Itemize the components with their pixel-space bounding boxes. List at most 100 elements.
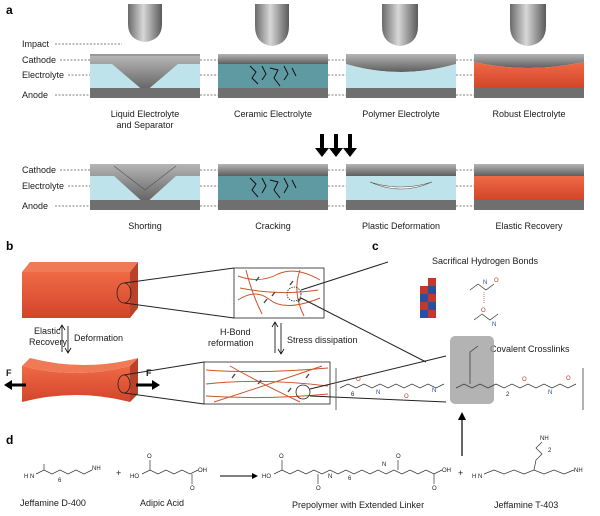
layer-guide-lines-top	[55, 43, 474, 96]
chain-o4: O	[566, 376, 571, 382]
t403-sub2: 2	[548, 448, 552, 454]
jeffamine-t403-structure: NH 2 H N NH	[472, 436, 583, 480]
hbond-label: H-Bond	[220, 327, 251, 337]
cell-elastic-recovery	[474, 164, 584, 210]
impactor	[382, 4, 418, 46]
network-stretched	[203, 361, 331, 405]
electrolyte-layer	[346, 64, 456, 88]
cathode-layer	[218, 54, 328, 64]
caption-shorting: Shorting	[128, 221, 162, 231]
caption-cracking: Cracking	[255, 221, 291, 231]
caption-plastic-deformation: Plastic Deformation	[362, 221, 440, 231]
pre-n1: N	[328, 474, 332, 480]
hydrogen-bonds-label: Sacrifical Hydrogen Bonds	[432, 256, 539, 266]
deformation-arrows	[58, 324, 72, 354]
slab-deformed	[22, 358, 138, 402]
force-label-right: F	[146, 368, 152, 378]
panel-label-d: d	[6, 433, 13, 447]
panel-label-b: b	[6, 239, 13, 253]
polymer-chain: 6 O N O N 2 O N O	[335, 336, 584, 410]
reformation-label: reformation	[208, 338, 254, 348]
cathode-layer	[474, 54, 584, 68]
hb-o-top: O	[494, 278, 499, 284]
anode-layer	[346, 88, 456, 98]
adipic-acid-structure: HO O O OH	[130, 454, 207, 492]
elastic-label: Elastic	[34, 326, 61, 336]
up-arrow	[458, 412, 466, 456]
cell-robust-electrolyte	[474, 4, 584, 98]
caption-robust: Robust Electrolyte	[492, 109, 565, 119]
cathode-layer	[346, 54, 456, 72]
hb-n-bottom: N	[492, 322, 496, 328]
anode-layer	[474, 88, 584, 98]
stress-arrows	[271, 321, 285, 355]
adipic-o1: O	[147, 454, 152, 460]
down-arrows	[315, 134, 357, 157]
pre-o1: O	[279, 454, 284, 460]
caption-ceramic: Ceramic Electrolyte	[234, 109, 312, 119]
layer-guide-lines-bottom	[55, 169, 474, 207]
caption-elastic-recovery: Elastic Recovery	[495, 221, 563, 231]
pre-o2: O	[316, 486, 321, 492]
impactor	[128, 4, 162, 42]
crosslinks-label: Covalent Crosslinks	[490, 344, 570, 354]
pre-ho: HO	[262, 474, 271, 480]
jeffamine-d400-label: Jeffamine D-400	[20, 498, 86, 508]
cell-liquid-electrolyte	[90, 4, 200, 98]
chain-o1: O	[356, 377, 361, 383]
adipic-o2: O	[190, 486, 195, 492]
electrolyte-layer	[218, 64, 328, 88]
layer-label-anode: Anode	[22, 90, 48, 100]
layer-label-cathode: Cathode	[22, 55, 56, 65]
crosslink-highlight	[450, 336, 494, 404]
adipic-oh: OH	[198, 468, 207, 474]
cell-polymer-electrolyte	[346, 4, 456, 98]
hb-o-bottom: O	[481, 308, 486, 314]
cell-plastic-deformation	[346, 164, 456, 210]
plus-1: +	[116, 468, 121, 478]
pre-n2: N	[382, 462, 386, 468]
caption-liquid-2: and Separator	[116, 120, 173, 130]
t403-h2n: H N	[472, 474, 482, 480]
caption-polymer: Polymer Electrolyte	[362, 109, 440, 119]
slab-undeformed	[22, 262, 138, 318]
force-label-left: F	[6, 368, 12, 378]
jeffamine-t403-label: Jeffamine T-403	[494, 500, 558, 510]
impactor	[255, 4, 289, 46]
cathode-layer	[90, 56, 200, 92]
reaction-arrow	[220, 473, 258, 479]
stress-dissipation-label: Stress dissipation	[287, 335, 358, 345]
impactor	[510, 4, 546, 46]
caption-liquid-1: Liquid Electrolyte	[111, 109, 180, 119]
cell-cracking	[218, 164, 328, 210]
chain-o2: O	[404, 394, 409, 400]
cell-shorting	[90, 164, 200, 210]
force-arrow-left	[4, 380, 26, 390]
prepolymer-label: Prepolymer with Extended Linker	[292, 500, 424, 510]
layer-label-impact: Impact	[22, 39, 50, 49]
hb-n-top: N	[483, 280, 487, 286]
d400-nh2: NH	[92, 466, 101, 472]
crack-lines	[249, 65, 297, 87]
chain-o3: O	[522, 377, 527, 383]
chain-n2: N	[432, 388, 436, 394]
plus-2: +	[458, 468, 463, 478]
pre-oh: OH	[442, 468, 451, 474]
recovery-label: Recovery	[29, 337, 68, 347]
chain-n3: N	[548, 390, 552, 396]
chain-sub2: 2	[506, 392, 510, 398]
d400-h2n: H N	[24, 474, 34, 480]
t403-nh2-right: NH	[574, 468, 583, 474]
layer-label-electrolyte: Electrolyte	[22, 70, 64, 80]
electrolyte-layer	[474, 62, 584, 88]
t403-nh2-top: NH	[540, 436, 549, 442]
panel-label-c: c	[372, 239, 379, 253]
layer-label-anode-2: Anode	[22, 201, 48, 211]
d400-sub6: 6	[58, 478, 62, 484]
anode-layer	[90, 88, 200, 98]
force-arrow-right	[136, 380, 160, 390]
pre-o4: O	[432, 486, 437, 492]
layer-label-electrolyte-2: Electrolyte	[22, 181, 64, 191]
anode-layer	[218, 88, 328, 98]
